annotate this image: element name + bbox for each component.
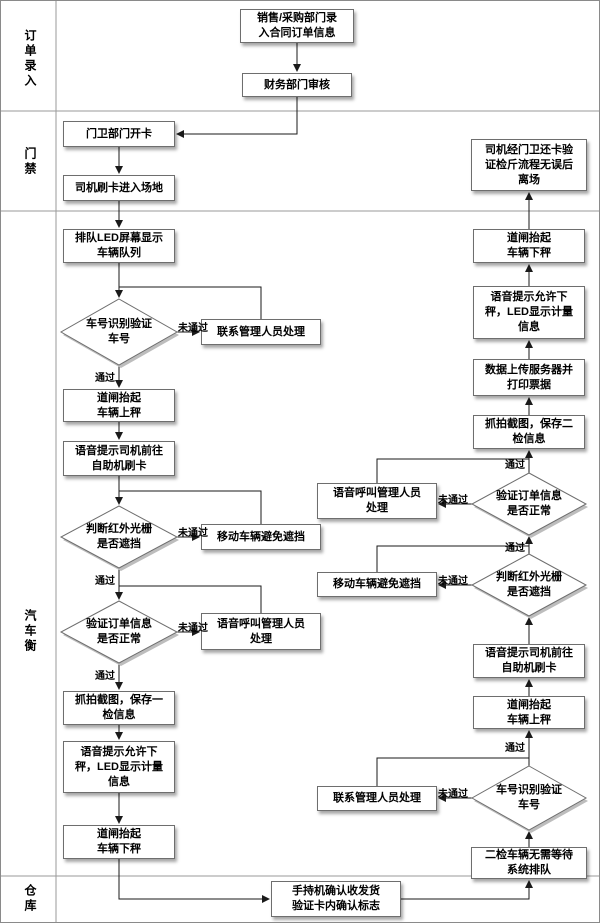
flow-connectors <box>115 43 533 903</box>
node-gate-down-off-scale-2: 道闸抬起 车辆下秤 <box>473 229 585 263</box>
lane-label-order-entry: 订单录入 <box>23 29 37 89</box>
edge-label-pass-ir-2: 通过 <box>505 543 525 554</box>
edge-label-fail-order-1: 未通过 <box>178 623 208 634</box>
node-sales-entry: 销售/采购部门录 入合同订单信息 <box>240 9 354 43</box>
edge-label-pass-plate-1: 通过 <box>95 373 115 384</box>
node-contact-admin-2: 联系管理人员处理 <box>317 786 437 811</box>
node-gate-down-off-scale-1: 道闸抬起 车辆下秤 <box>63 825 175 859</box>
node-voice-allow-off-2: 语音提示允许下 秤，LED显示计量 信息 <box>473 286 585 339</box>
node-move-vehicle-1: 移动车辆避免遮挡 <box>201 524 321 550</box>
lane-label-truck-scale: 汽车衡 <box>23 609 37 654</box>
edge-label-pass-ir-1: 通过 <box>95 576 115 587</box>
edge-label-fail-plate-2: 未通过 <box>438 789 468 800</box>
decision-ir-grating-2: 判断红外光栅 是否遮挡 <box>496 571 562 598</box>
decision-diamonds <box>59 298 588 831</box>
edge-label-fail-ir-2: 未通过 <box>438 576 468 587</box>
node-voice-call-admin-1: 语音呼叫管理人员 处理 <box>201 613 321 650</box>
node-guard-issue-card: 门卫部门开卡 <box>63 121 175 147</box>
node-capture-second-check: 抓拍截图，保存二 检信息 <box>473 415 585 449</box>
node-gate-up-on-scale-1: 道闸抬起 车辆上秤 <box>63 389 175 422</box>
decision-plate-check-2: 车号识别验证 车号 <box>496 784 562 811</box>
node-capture-first-check: 抓拍截图，保存一 检信息 <box>63 691 175 725</box>
edge-label-pass-plate-2: 通过 <box>505 743 525 754</box>
decision-order-info-2: 验证订单信息 是否正常 <box>496 490 562 517</box>
decision-plate-check-1: 车号识别验证 车号 <box>86 318 152 345</box>
node-handheld-confirm: 手持机确认收发货 验证卡内确认标志 <box>271 881 401 917</box>
lane-label-warehouse: 仓库 <box>23 884 37 914</box>
lane-label-access: 门禁 <box>23 147 37 177</box>
edge-label-pass-order-2: 通过 <box>505 460 525 471</box>
node-voice-swipe-2: 语音提示司机前往 自助机刷卡 <box>473 644 585 678</box>
edge-label-fail-plate-1: 未通过 <box>178 323 208 334</box>
node-voice-allow-off-1: 语音提示允许下 秤，LED显示计量 信息 <box>63 741 175 793</box>
node-finance-review: 财务部门审核 <box>242 73 352 97</box>
edge-label-pass-order-1: 通过 <box>95 671 115 682</box>
decision-order-info-1: 验证订单信息 是否正常 <box>86 618 152 645</box>
node-led-queue: 排队LED屏幕显示 车辆队列 <box>63 229 175 263</box>
node-driver-return-card-leave: 司机经门卫还卡验 证检斤流程无误后 离场 <box>471 139 587 191</box>
node-upload-print-ticket: 数据上传服务器并 打印票据 <box>473 359 585 396</box>
edge-label-fail-order-2: 未通过 <box>438 495 468 506</box>
node-second-check-no-wait: 二检车辆无需等待 系统排队 <box>471 847 587 879</box>
node-gate-up-on-scale-2: 道闸抬起 车辆上秤 <box>473 696 585 729</box>
node-voice-call-admin-2: 语音呼叫管理人员 处理 <box>317 483 437 519</box>
node-voice-swipe-1: 语音提示司机前往 自助机刷卡 <box>63 441 175 476</box>
node-contact-admin-1: 联系管理人员处理 <box>201 319 321 345</box>
node-move-vehicle-2: 移动车辆避免遮挡 <box>317 572 437 597</box>
edge-label-fail-ir-1: 未通过 <box>178 528 208 539</box>
decision-ir-grating-1: 判断红外光栅 是否遮挡 <box>86 523 152 550</box>
node-driver-swipe-enter: 司机刷卡进入场地 <box>63 175 175 201</box>
